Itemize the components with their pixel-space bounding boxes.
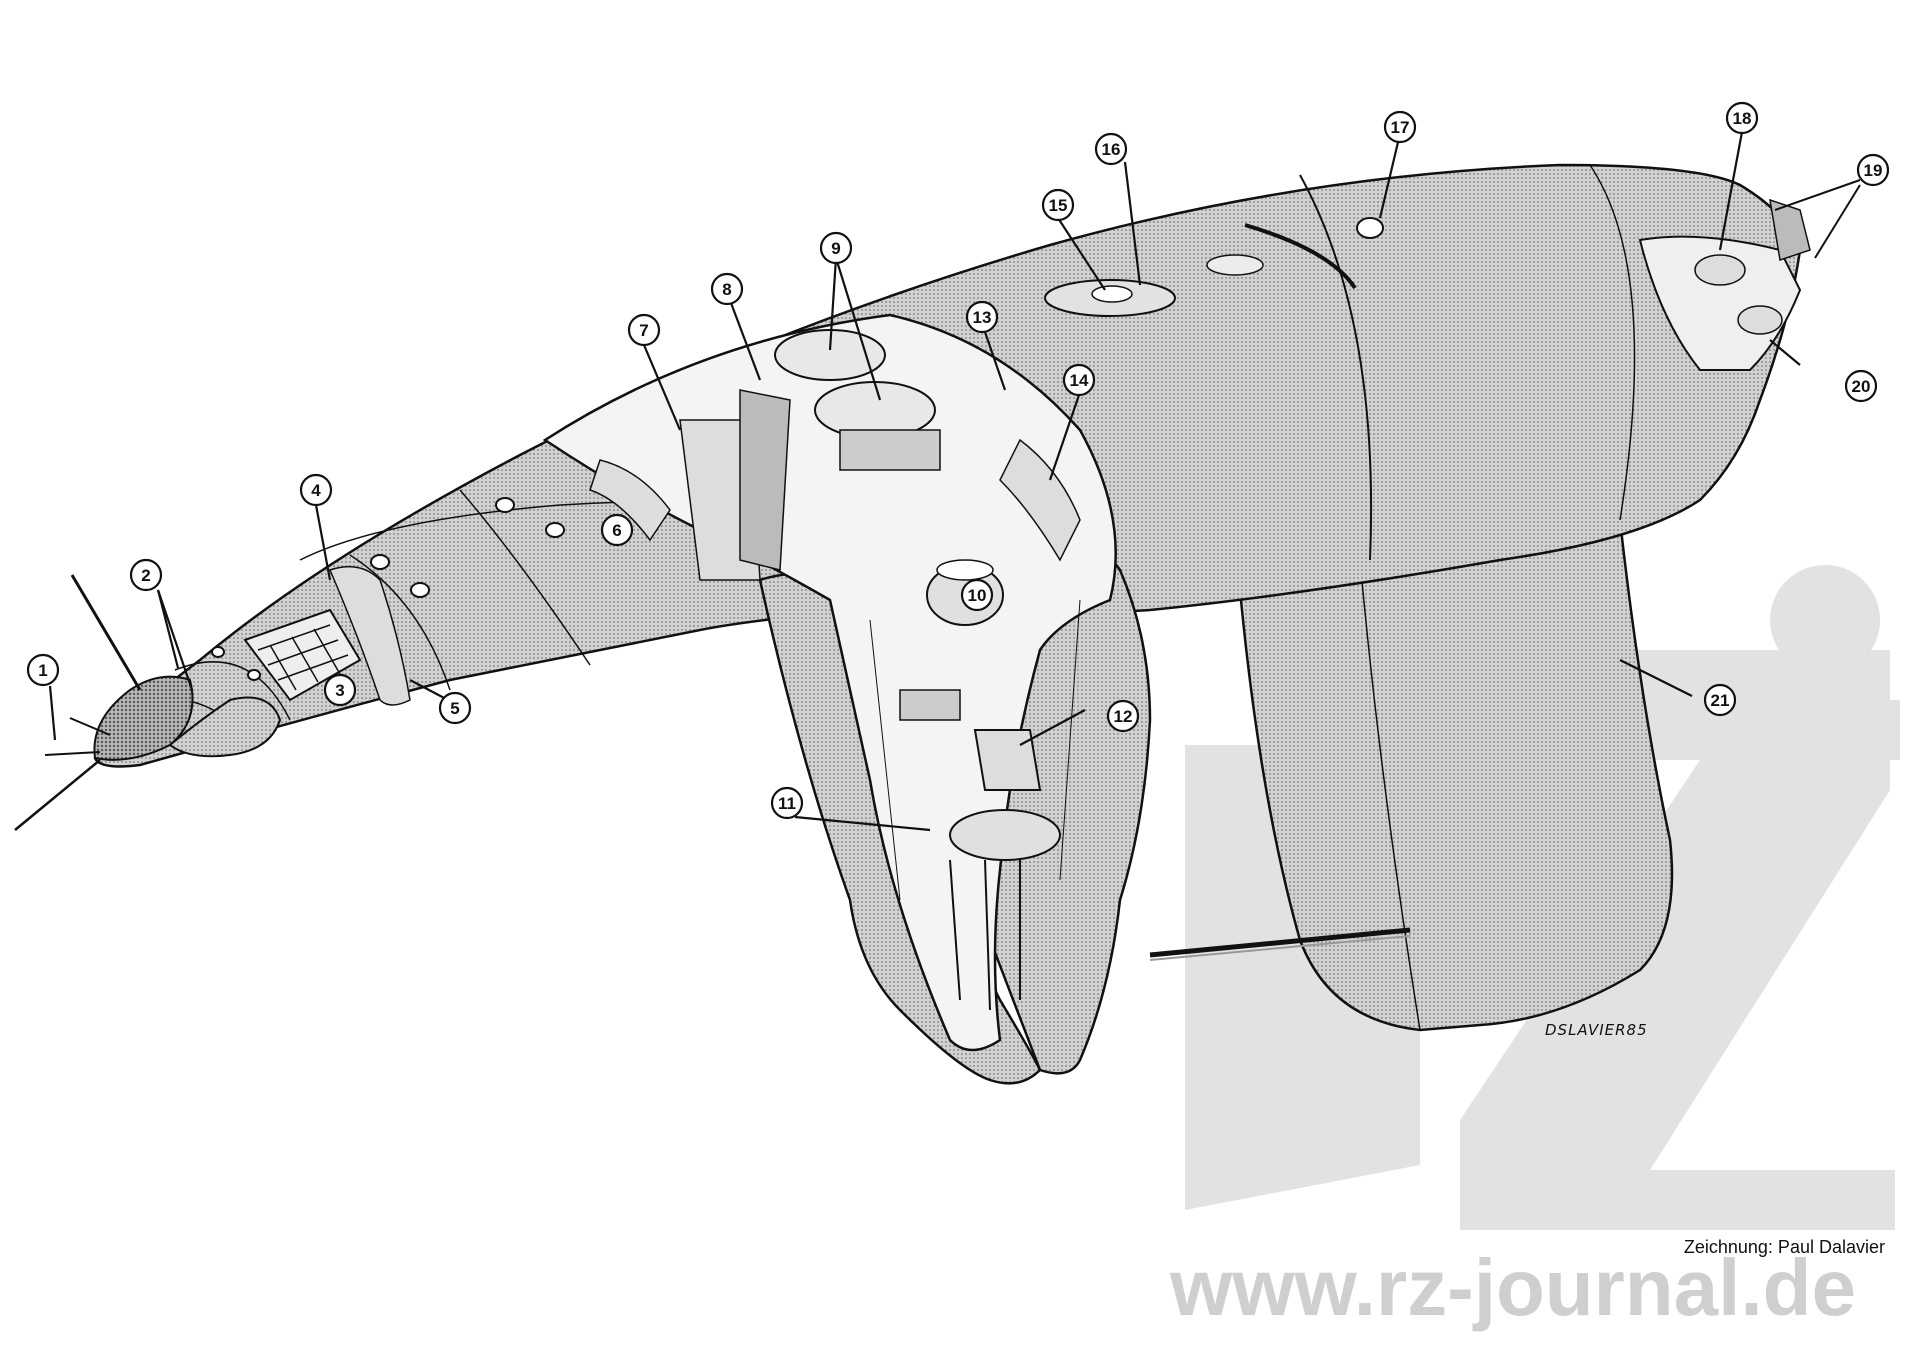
svg-text:9: 9 (831, 239, 840, 258)
svg-text:20: 20 (1852, 377, 1871, 396)
cutaway-interior (542, 313, 1117, 1052)
callout-2: 2 (129, 558, 163, 592)
svg-text:21: 21 (1711, 691, 1730, 710)
svg-text:2: 2 (141, 566, 150, 585)
top-details (1044, 217, 1384, 317)
nose-cone (93, 675, 194, 761)
callout-21: 21 (1703, 683, 1737, 717)
leader-lines (48, 131, 1801, 832)
watermark-url: www.rz-journal.de (1169, 1243, 1856, 1332)
svg-text:6: 6 (612, 521, 621, 540)
callout-9: 9 (819, 231, 853, 265)
forward-hatch (243, 608, 362, 702)
svg-text:18: 18 (1733, 109, 1752, 128)
callout-20: 20 (1844, 369, 1878, 403)
callout-17: 17 (1383, 110, 1417, 144)
svg-text:12: 12 (1114, 707, 1133, 726)
callout-8: 8 (710, 272, 744, 306)
callout-3: 3 (323, 673, 357, 707)
callout-1: 1 (26, 653, 60, 687)
svg-text:17: 17 (1391, 118, 1410, 137)
svg-text:14: 14 (1070, 371, 1089, 390)
callouts: 1 2 3 4 5 6 7 8 9 10 11 12 13 14 15 16 1… (26, 101, 1890, 820)
callout-12: 12 (1106, 699, 1140, 733)
svg-text:13: 13 (973, 308, 992, 327)
drawing-credit: Zeichnung: Paul Dalavier (1683, 1237, 1885, 1257)
svg-text:19: 19 (1864, 161, 1883, 180)
svg-text:3: 3 (335, 681, 344, 700)
callout-6: 6 (600, 513, 634, 547)
callout-10: 10 (960, 578, 994, 612)
hull-lights (211, 497, 565, 681)
svg-text:11: 11 (778, 794, 796, 813)
svg-text:16: 16 (1102, 140, 1121, 159)
callout-5: 5 (438, 691, 472, 725)
artist-signature: DSLAVIER85 (1545, 1021, 1648, 1039)
callout-4: 4 (299, 473, 333, 507)
callout-13: 13 (965, 300, 999, 334)
rear-fin (1238, 518, 1674, 1032)
svg-text:10: 10 (968, 586, 987, 605)
svg-text:15: 15 (1049, 196, 1068, 215)
callout-14: 14 (1062, 363, 1096, 397)
svg-text:8: 8 (722, 280, 731, 299)
aft-section (1638, 198, 1811, 371)
svg-text:1: 1 (38, 661, 47, 680)
callout-15: 15 (1041, 188, 1075, 222)
callout-18: 18 (1725, 101, 1759, 135)
svg-text:7: 7 (639, 321, 648, 340)
callout-16: 16 (1094, 132, 1128, 166)
svg-text:4: 4 (311, 481, 321, 500)
svg-text:5: 5 (450, 699, 459, 718)
callout-7: 7 (627, 313, 661, 347)
callout-11: 11 (770, 786, 804, 820)
callout-19: 19 (1856, 153, 1890, 187)
